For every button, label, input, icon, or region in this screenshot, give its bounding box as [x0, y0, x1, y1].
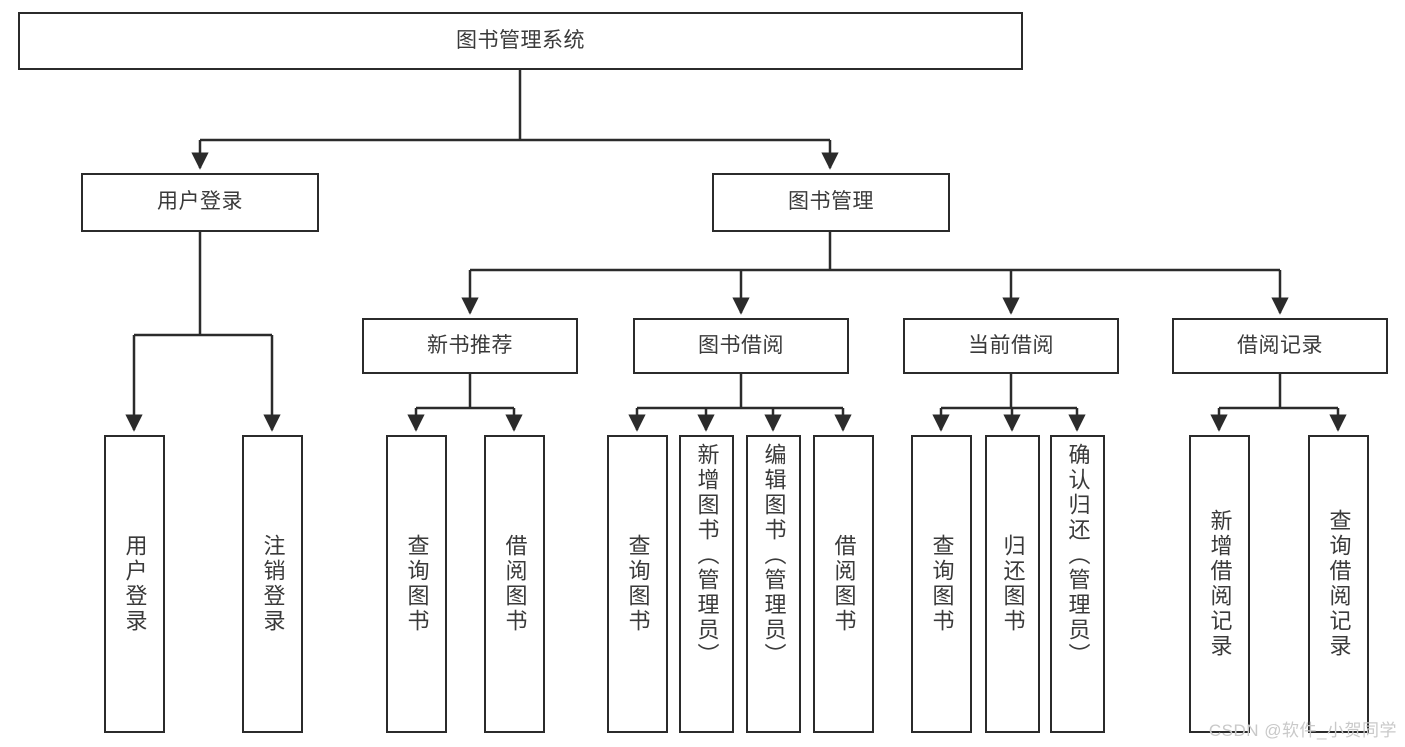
node-current-borrow[interactable]: 当前借阅 — [903, 318, 1119, 374]
node-leaf-return-book-label: 归还图书 — [1000, 534, 1026, 634]
node-leaf-logout-login-label: 注销登录 — [260, 534, 286, 634]
node-leaf-return-book[interactable]: 归还图书 — [985, 435, 1040, 733]
node-leaf-query-book-2-label: 查询图书 — [625, 534, 651, 634]
node-user-login[interactable]: 用户登录 — [81, 173, 319, 232]
node-borrow-record-label: 借阅记录 — [1237, 333, 1323, 357]
node-book-borrow[interactable]: 图书借阅 — [633, 318, 849, 374]
node-leaf-edit-book[interactable]: 编辑图书（管理员） — [746, 435, 801, 733]
node-book-manage-label: 图书管理 — [788, 190, 874, 214]
node-leaf-borrow-book-2[interactable]: 借阅图书 — [813, 435, 874, 733]
node-root[interactable]: 图书管理系统 — [18, 12, 1023, 70]
node-current-borrow-label: 当前借阅 — [968, 333, 1054, 357]
node-user-login-label: 用户登录 — [157, 190, 243, 214]
node-book-borrow-label: 图书借阅 — [698, 333, 784, 357]
node-new-book-recommend[interactable]: 新书推荐 — [362, 318, 578, 374]
node-leaf-confirm-return[interactable]: 确认归还（管理员） — [1050, 435, 1105, 733]
node-leaf-edit-book-label: 编辑图书（管理员） — [761, 443, 787, 668]
node-leaf-query-book-3[interactable]: 查询图书 — [911, 435, 972, 733]
node-leaf-add-record[interactable]: 新增借阅记录 — [1189, 435, 1250, 733]
node-leaf-query-record[interactable]: 查询借阅记录 — [1308, 435, 1369, 733]
node-book-manage[interactable]: 图书管理 — [712, 173, 950, 232]
node-leaf-user-login-label: 用户登录 — [122, 534, 148, 634]
node-new-book-recommend-label: 新书推荐 — [427, 333, 513, 357]
node-leaf-add-record-label: 新增借阅记录 — [1207, 509, 1233, 659]
node-leaf-query-book-1[interactable]: 查询图书 — [386, 435, 447, 733]
node-leaf-add-book[interactable]: 新增图书（管理员） — [679, 435, 734, 733]
node-leaf-query-book-2[interactable]: 查询图书 — [607, 435, 668, 733]
node-leaf-add-book-label: 新增图书（管理员） — [694, 443, 720, 668]
node-leaf-borrow-book-2-label: 借阅图书 — [831, 534, 857, 634]
node-borrow-record[interactable]: 借阅记录 — [1172, 318, 1388, 374]
node-leaf-borrow-book-1-label: 借阅图书 — [502, 534, 528, 634]
node-leaf-borrow-book-1[interactable]: 借阅图书 — [484, 435, 545, 733]
csdn-watermark: CSDN @软件_小贺同学 — [1208, 721, 1397, 740]
node-leaf-query-book-3-label: 查询图书 — [929, 534, 955, 634]
node-leaf-confirm-return-label: 确认归还（管理员） — [1065, 443, 1091, 668]
node-leaf-query-record-label: 查询借阅记录 — [1326, 509, 1352, 659]
node-leaf-logout-login[interactable]: 注销登录 — [242, 435, 303, 733]
node-root-label: 图书管理系统 — [456, 28, 585, 52]
node-leaf-user-login[interactable]: 用户登录 — [104, 435, 165, 733]
node-leaf-query-book-1-label: 查询图书 — [404, 534, 430, 634]
